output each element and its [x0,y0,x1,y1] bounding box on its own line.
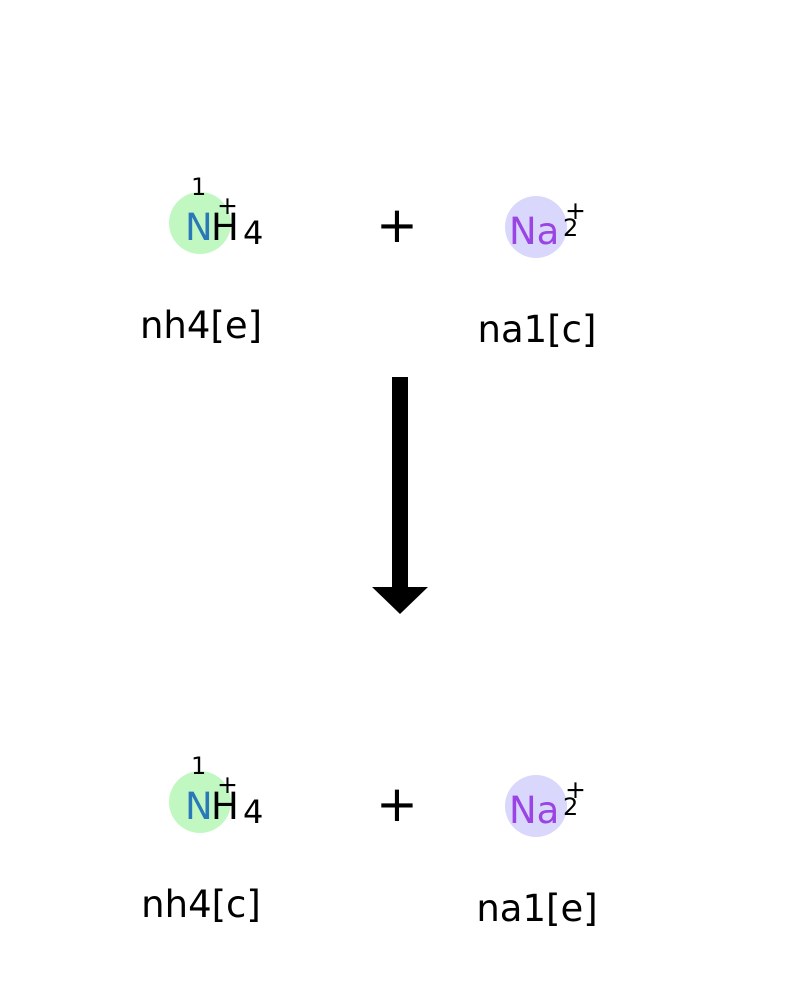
atom-index: 1 [191,173,206,201]
sodium-count: 2 [563,214,578,242]
plus-operator: + [376,775,418,833]
arrow-shaft [392,377,408,589]
reactant-ammonium: N H 4 1 + [169,173,263,254]
reactant-1-label: nh4[e] [140,304,262,347]
plus-operator: + [376,196,418,254]
atom-index: 1 [191,752,206,780]
product-ammonium: N H 4 1 + [169,752,263,833]
sodium-symbol: Na [509,210,559,253]
product-2-label: na1[e] [476,887,597,930]
charge-plus: + [217,191,238,220]
hydrogen-count: 4 [243,793,263,831]
charge-plus: + [565,775,586,804]
hydrogen-symbol: H [211,206,239,249]
sodium-count: 2 [563,793,578,821]
charge-plus: + [565,196,586,225]
reactant-2-label: na1[c] [478,308,597,351]
hydrogen-symbol: H [211,785,239,828]
product-1-label: nh4[c] [141,883,261,926]
sodium-highlight [505,775,567,837]
charge-plus: + [217,770,238,799]
hydrogen-count: 4 [243,214,263,252]
ammonium-highlight [169,192,231,254]
sodium-symbol: Na [509,789,559,832]
ammonium-highlight [169,771,231,833]
reactant-sodium: Na 2 + [505,196,586,258]
nitrogen-symbol: N [185,785,213,828]
product-sodium: Na 2 + [505,775,586,837]
sodium-highlight [505,196,567,258]
nitrogen-symbol: N [185,206,213,249]
arrow-head [372,587,428,614]
reaction-arrow [372,377,428,614]
